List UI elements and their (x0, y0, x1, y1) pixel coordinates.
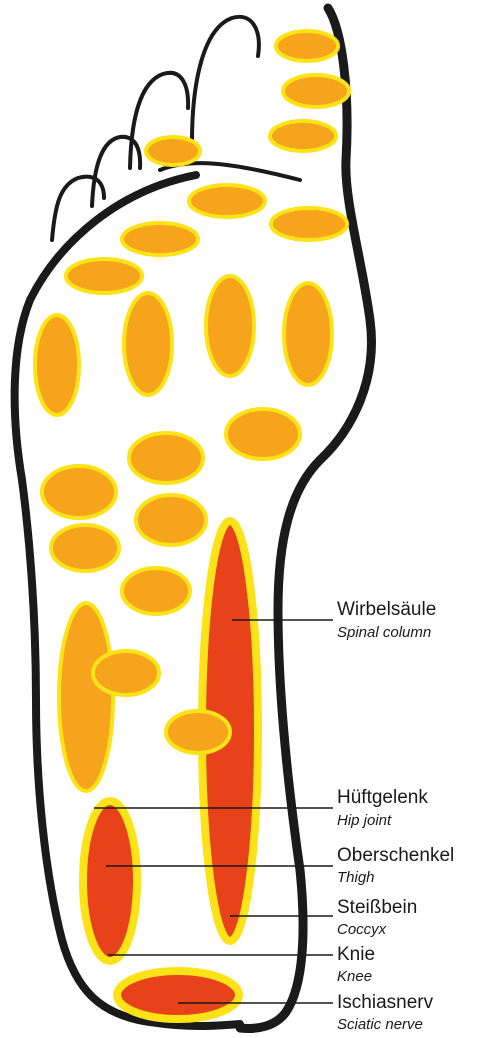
label-coccyx-de: Steißbein (337, 897, 417, 918)
zone-toe-third (146, 137, 200, 165)
zone-ball-3 (122, 223, 198, 255)
label-thigh-en: Thigh (337, 869, 375, 886)
zone-big-toe-1 (276, 31, 338, 61)
label-sciatic-en: Sciatic nerve (337, 1016, 423, 1033)
zone-arch-4 (284, 283, 332, 385)
label-spinal-de: Wirbelsäule (337, 599, 436, 620)
zone-big-toe-2 (283, 75, 349, 107)
zone-sciatic-nerve (117, 971, 239, 1019)
label-knee-de: Knie (337, 944, 375, 965)
zone-ball-4 (66, 259, 142, 293)
toe-outline-second (192, 17, 259, 142)
label-hip-de: Hüftgelenk (337, 787, 428, 808)
zone-mid-2 (226, 409, 300, 459)
zone-lower-long (59, 603, 113, 791)
zone-big-toe-3 (270, 121, 336, 151)
zone-arch-1 (35, 315, 79, 415)
zone-mid-3 (42, 466, 116, 518)
zone-mid-6 (122, 568, 190, 614)
zone-lower-small-1 (93, 651, 159, 695)
label-thigh-de: Oberschenkel (337, 845, 454, 866)
orange-zones (35, 31, 349, 791)
zone-mid-5 (51, 525, 119, 571)
zone-lower-small-2 (166, 711, 230, 753)
zone-arch-2 (124, 293, 172, 395)
label-coccyx-en: Coccyx (337, 921, 387, 938)
labels: Wirbelsäule Spinal column Hüftgelenk Hip… (337, 599, 454, 1033)
zone-arch-3 (206, 276, 254, 376)
zone-heel-oval (83, 801, 137, 961)
label-spinal-en: Spinal column (337, 624, 431, 641)
zone-mid-1 (129, 433, 203, 483)
zone-mid-4 (136, 495, 206, 545)
label-hip-en: Hip joint (337, 812, 392, 829)
zone-ball-1 (189, 185, 265, 217)
label-sciatic-de: Ischiasnerv (337, 992, 434, 1013)
label-knee-en: Knee (337, 968, 372, 985)
zone-ball-2 (271, 208, 347, 240)
